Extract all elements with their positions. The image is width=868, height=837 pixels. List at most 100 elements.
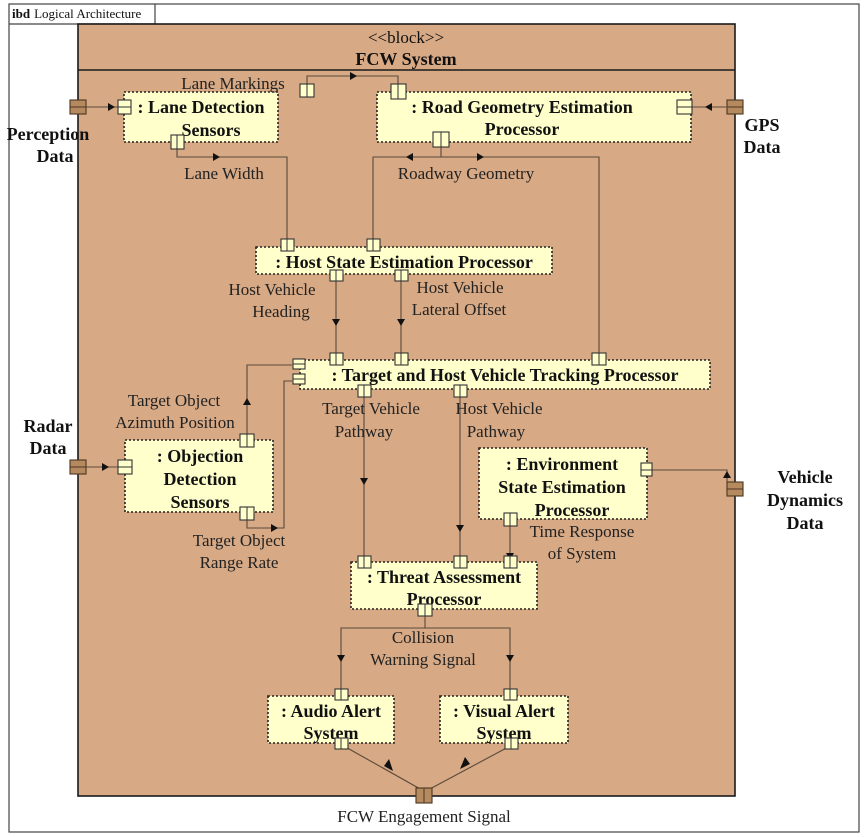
arrow-icon — [406, 153, 413, 161]
svg-text:: Target and Host Vehicle Trac: : Target and Host Vehicle Tracking Proce… — [331, 365, 678, 385]
arrow-icon — [332, 319, 340, 326]
frame-kind: ibd — [12, 6, 31, 21]
port-objection-out-azimuth[interactable] — [239, 433, 255, 448]
arrow-icon — [213, 153, 220, 161]
arrow-icon — [384, 759, 393, 771]
part-target-host-vehicle-tracking-processor[interactable]: : Target and Host Vehicle Tracking Proce… — [299, 359, 711, 390]
port-road-geometry-out[interactable] — [432, 131, 450, 148]
svg-text:: Host State Estimation Proces: : Host State Estimation Processor — [275, 252, 533, 272]
port-threat-out-collision[interactable] — [417, 603, 433, 617]
arrow-icon — [397, 319, 405, 326]
connectors — [86, 72, 731, 791]
external-port-gps-data[interactable] — [726, 99, 744, 115]
port-tracking-out-host-pathway[interactable] — [453, 384, 468, 398]
arrow-icon — [360, 478, 368, 485]
port-lane-width-out[interactable] — [170, 134, 185, 150]
block-name: FCW System — [355, 49, 456, 69]
arrow-icon — [506, 655, 514, 662]
flow-label-lane-markings: Lane Markings — [181, 74, 284, 93]
arrow-icon — [337, 655, 345, 662]
port-threat-in-time[interactable] — [503, 555, 518, 569]
port-threat-in-host[interactable] — [453, 555, 468, 569]
port-road-geometry-in-markings[interactable] — [390, 83, 407, 100]
port-visual-in[interactable] — [503, 688, 518, 701]
fcw-system-block[interactable] — [77, 23, 736, 797]
port-host-state-in-lane-width[interactable] — [280, 238, 295, 252]
part-host-state-estimation-processor[interactable]: : Host State Estimation Processor — [255, 246, 553, 275]
arrow-icon — [477, 153, 484, 161]
ports — [117, 83, 693, 750]
port-host-state-out-lateral[interactable] — [394, 269, 409, 282]
connector-target-azimuth[interactable] — [246, 364, 292, 436]
arrow-icon — [108, 103, 115, 111]
port-environment-in-dynamics[interactable] — [640, 462, 653, 477]
port-tracking-in-roadway[interactable] — [591, 352, 607, 366]
port-host-state-out-heading[interactable] — [329, 269, 344, 282]
flow-label-roadway-geometry: Roadway Geometry — [398, 164, 535, 183]
external-port-fcw-engagement-signal[interactable] — [415, 787, 433, 804]
port-tracking-in-range[interactable] — [292, 373, 306, 385]
arrow-icon — [102, 463, 109, 471]
port-host-state-in-roadway[interactable] — [366, 238, 381, 252]
port-audio-in[interactable] — [334, 688, 349, 701]
external-port-radar-data[interactable] — [69, 459, 87, 475]
port-objection-in-radar[interactable] — [117, 459, 133, 475]
arrow-icon — [456, 525, 464, 532]
port-environment-out-time[interactable] — [503, 512, 518, 527]
arrow-icon — [705, 103, 712, 111]
external-port-vehicle-dynamics-data[interactable] — [726, 481, 744, 497]
port-tracking-in-heading[interactable] — [329, 352, 344, 366]
connector-lane-width[interactable] — [176, 148, 288, 240]
block-stereotype: <<block>> — [368, 28, 444, 47]
arrow-icon — [243, 398, 251, 405]
port-lane-detection-in[interactable] — [117, 99, 132, 115]
connector-target-range[interactable] — [246, 380, 292, 529]
external-port-perception-data[interactable] — [69, 99, 87, 115]
connector-visual-engagement[interactable] — [427, 744, 513, 791]
port-visual-out[interactable] — [504, 737, 519, 750]
arrow-icon — [271, 524, 278, 532]
port-road-geometry-in-gps[interactable] — [676, 99, 693, 115]
arrow-icon — [350, 72, 357, 80]
arrow-icon — [460, 757, 470, 769]
connector-audio-engagement[interactable] — [341, 744, 423, 791]
port-tracking-in-azimuth[interactable] — [292, 358, 306, 370]
port-threat-in-target[interactable] — [357, 555, 372, 569]
flow-label-lane-width: Lane Width — [184, 164, 264, 183]
connector-roadway-geometry-tracking[interactable] — [441, 156, 600, 355]
frame-title: Logical Architecture — [34, 6, 141, 21]
port-objection-out-range[interactable] — [239, 506, 255, 521]
connector-collision-visual[interactable] — [425, 627, 511, 690]
port-tracking-out-target-pathway[interactable] — [357, 384, 372, 398]
port-lane-markings-out[interactable] — [299, 83, 315, 98]
arrow-icon — [723, 471, 731, 478]
port-audio-out[interactable] — [334, 737, 349, 750]
port-tracking-in-lateral[interactable] — [394, 352, 409, 366]
